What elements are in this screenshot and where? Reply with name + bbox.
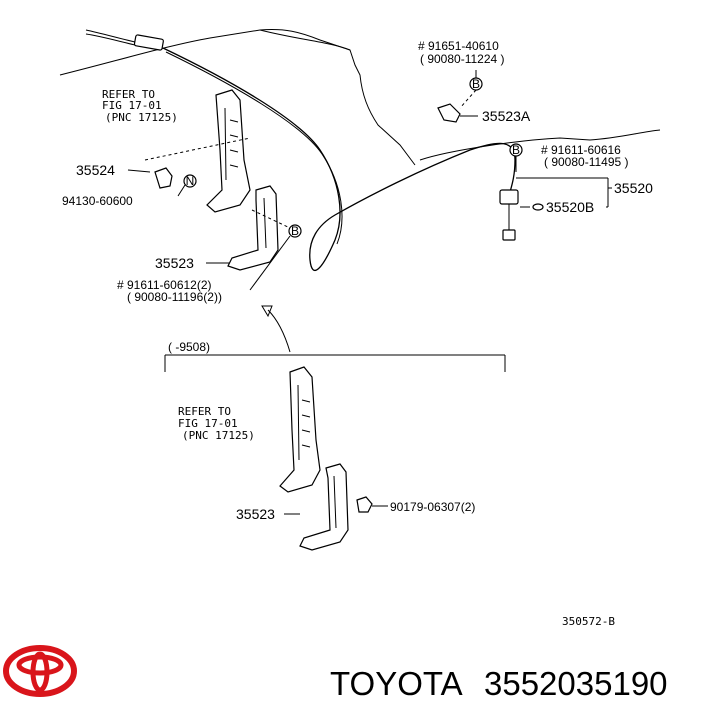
svg-text:N: N	[186, 174, 195, 188]
clip-35523A	[437, 103, 461, 123]
label-90080-11196: ( 90080-11196(2))	[127, 290, 222, 304]
label-90179-06307: 90179-06307(2)	[390, 500, 475, 514]
brand-name: TOYOTA	[330, 665, 463, 702]
label-90080-11224: ( 90080-11224 )	[420, 52, 505, 66]
label-91611-60616: # 91611-60616	[541, 143, 621, 157]
label-94130-60600: 94130-60600	[62, 194, 133, 208]
svg-text:B: B	[512, 143, 520, 157]
part-number: 3552035190	[484, 665, 668, 702]
label-35523A: 35523A	[482, 108, 531, 124]
refer-top-line1: REFER TO	[102, 88, 155, 101]
refer-top-line3: (PNC 17125)	[105, 111, 178, 124]
label-35520B: 35520B	[546, 199, 594, 215]
label-91651-40610: # 91651-40610	[418, 39, 499, 53]
label-range: ( -9508)	[168, 340, 210, 354]
svg-text:B: B	[291, 224, 299, 238]
svg-text:B: B	[472, 77, 480, 91]
marker-b-2: B	[509, 143, 523, 157]
marker-b-1: B	[469, 77, 483, 91]
release-cable	[85, 29, 519, 272]
label-35520: 35520	[614, 180, 653, 196]
upper-bracket-assembly	[154, 89, 279, 271]
leader-lines	[127, 70, 612, 515]
reference-code: 350572-B	[562, 615, 615, 628]
lower-bracket-assembly	[279, 366, 373, 551]
refer-bottom-line3: (PNC 17125)	[182, 429, 255, 442]
label-35524: 35524	[76, 162, 115, 178]
toyota-logo	[3, 645, 77, 697]
refer-bottom-line1: REFER TO	[178, 405, 231, 418]
refer-bottom-line2: FIG 17-01	[178, 417, 238, 430]
label-35523-top: 35523	[155, 255, 194, 271]
label-35523-bottom: 35523	[236, 506, 275, 522]
marker-n: N	[183, 174, 197, 188]
marker-b-3: B	[288, 224, 302, 238]
range-bracket	[164, 305, 506, 372]
label-90080-11495: ( 90080-11495 )	[544, 155, 629, 169]
refer-top-line2: FIG 17-01	[102, 99, 162, 112]
label-91611-60612: # 91611-60612(2)	[117, 278, 212, 292]
vehicle-body-outline	[59, 29, 661, 166]
